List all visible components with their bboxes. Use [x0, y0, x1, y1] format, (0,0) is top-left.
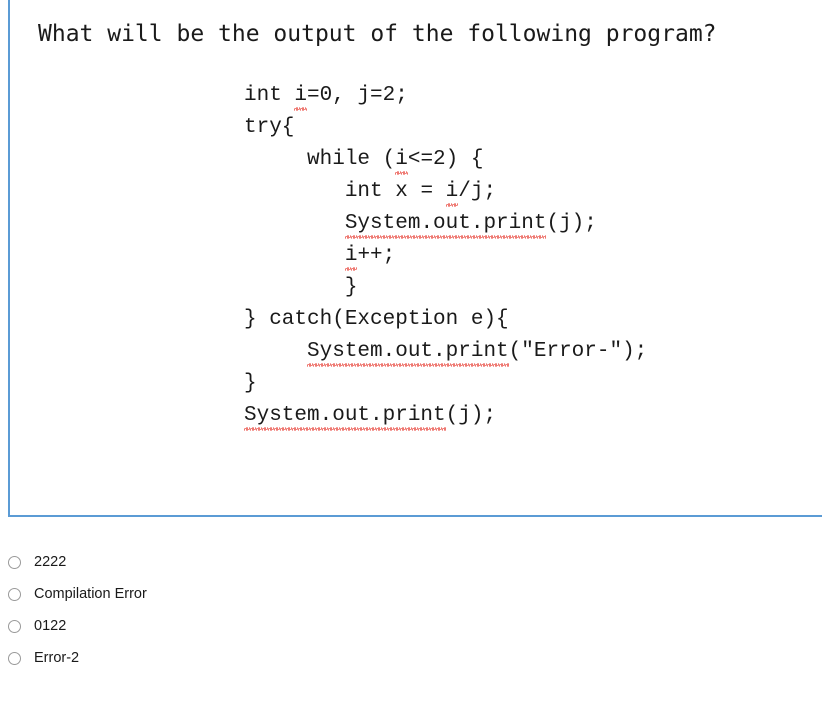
code-line: int i=0, j=2; [244, 80, 647, 112]
code-line: } [244, 368, 647, 400]
code-line: } [244, 272, 647, 304]
code-text: int x = [344, 180, 446, 203]
code-text: ("Error-"); [508, 340, 648, 363]
code-indent [244, 276, 345, 299]
code-text: ++; [357, 244, 396, 267]
code-indent [244, 180, 345, 203]
code-indent [244, 148, 307, 171]
code-text: <=2) { [407, 148, 484, 171]
answer-option-4[interactable]: Error-2 [0, 642, 822, 674]
spellcheck-underlined-text: System.out.print [244, 400, 446, 432]
code-line: System.out.print("Error-"); [244, 336, 647, 368]
code-indent [244, 340, 307, 363]
code-line: try{ [244, 112, 647, 144]
code-text: (j); [445, 404, 497, 427]
question-title: What will be the output of the following… [38, 21, 717, 47]
code-indent [244, 244, 345, 267]
code-line: } catch(Exception e){ [244, 304, 647, 336]
spellcheck-underlined-text: i [445, 176, 458, 208]
answer-option-label: Compilation Error [34, 586, 147, 602]
question-card: What will be the output of the following… [8, 0, 822, 517]
code-text: /j; [458, 180, 497, 203]
code-text: int [244, 84, 295, 107]
code-text: } catch(Exception e){ [244, 308, 509, 331]
code-text: try{ [244, 116, 295, 139]
spellcheck-underlined-text: i [294, 80, 307, 112]
radio-button-icon[interactable] [8, 555, 21, 569]
answer-option-2[interactable]: Compilation Error [0, 578, 822, 610]
code-line: System.out.print(j); [244, 400, 647, 432]
radio-button-icon[interactable] [8, 587, 21, 601]
spellcheck-underlined-text: System.out.print [307, 336, 509, 368]
answer-option-1[interactable]: 2222 [0, 546, 822, 578]
answer-option-3[interactable]: 0122 [0, 610, 822, 642]
code-line: int x = i/j; [244, 176, 647, 208]
answer-option-label: Error-2 [34, 650, 80, 666]
code-line: System.out.print(j); [244, 208, 647, 240]
spellcheck-underlined-text: System.out.print [344, 208, 546, 240]
answer-option-label: 0122 [34, 618, 67, 634]
radio-button-icon[interactable] [8, 619, 21, 633]
code-text: } [244, 372, 257, 395]
code-snippet: int i=0, j=2;try{ while (i<=2) { int x =… [244, 80, 647, 432]
code-text: while ( [307, 148, 396, 171]
answer-option-label: 2222 [34, 554, 67, 570]
spellcheck-underlined-text: i [395, 144, 408, 176]
spellcheck-underlined-text: i [344, 240, 357, 272]
radio-button-icon[interactable] [8, 651, 21, 665]
code-text: } [344, 276, 358, 299]
code-text: =0, j=2; [307, 84, 408, 107]
code-indent [244, 212, 345, 235]
code-line: while (i<=2) { [244, 144, 647, 176]
code-text: (j); [546, 212, 597, 235]
code-line: i++; [244, 240, 647, 272]
